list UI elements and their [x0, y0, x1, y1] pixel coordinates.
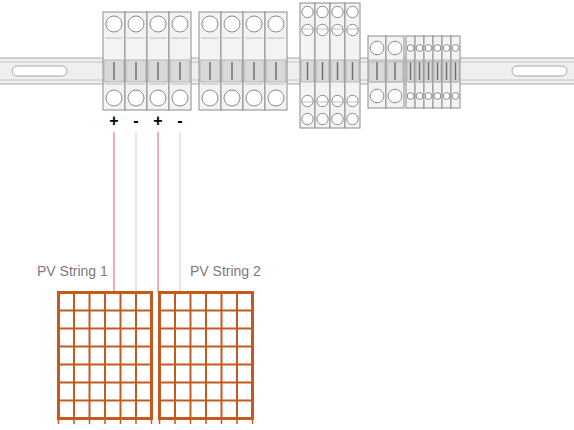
pv-string: PV String 1: [37, 262, 153, 425]
terminal-block: [345, 3, 360, 128]
terminal-block: [368, 36, 386, 108]
terminal-block: [315, 3, 330, 128]
solar-panel: [158, 291, 254, 425]
wire: [158, 132, 159, 292]
terminal-block: [300, 3, 315, 128]
string-label: PV String 1: [37, 263, 108, 279]
terminal-block: [243, 12, 265, 110]
wire: [180, 132, 181, 292]
pv-string: PV String 2: [158, 262, 263, 425]
terminal-block: [265, 12, 287, 110]
terminal-block: [169, 12, 191, 110]
terminal-block: [199, 12, 221, 110]
polarity-label: +: [153, 113, 162, 129]
terminal-block: [433, 36, 442, 108]
string-label: PV String 2: [190, 263, 261, 279]
polarity-label: +: [109, 113, 118, 129]
wire: [114, 132, 115, 292]
terminal-block: [330, 3, 345, 128]
solar-panel: [57, 291, 153, 425]
rail-slot: [12, 66, 67, 76]
terminal-block: [103, 12, 125, 110]
terminal-block: [386, 36, 404, 108]
terminal-block: [442, 36, 451, 108]
rail-slot: [512, 66, 567, 76]
terminal-block: [125, 12, 147, 110]
terminal-block: [415, 36, 424, 108]
terminal-block: [451, 36, 460, 108]
terminal-block: [406, 36, 415, 108]
polarity-label: -: [177, 113, 182, 129]
terminal-block: [424, 36, 433, 108]
terminal-block: [221, 12, 243, 110]
polarity-label: -: [133, 113, 138, 129]
wire: [136, 132, 137, 292]
terminal-block: [147, 12, 169, 110]
